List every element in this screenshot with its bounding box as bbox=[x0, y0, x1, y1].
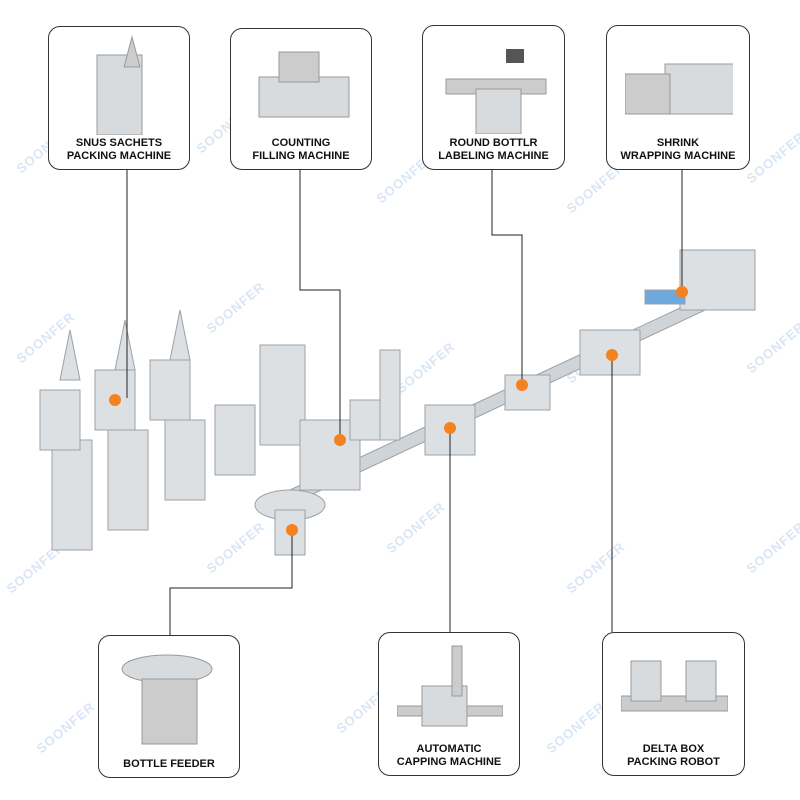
automatic-capping-machine-card: AUTOMATIC CAPPING MACHINE bbox=[378, 632, 520, 776]
snus-packers bbox=[39, 309, 256, 551]
machine-label: SNUS SACHETS PACKING MACHINE bbox=[66, 137, 172, 162]
counting-machine bbox=[259, 344, 401, 491]
machine-label: COUNTING FILLING MACHINE bbox=[252, 137, 350, 162]
counting-filling-machine-card: COUNTING FILLING MACHINE bbox=[230, 28, 372, 170]
snus-machine-image bbox=[67, 35, 171, 136]
delta-robot-image bbox=[620, 641, 729, 741]
shrink-wrapping-machine-card: SHRINK WRAPPING MACHINE bbox=[606, 25, 750, 170]
machine-label: BOTTLE FEEDER bbox=[123, 758, 215, 770]
orange-markers bbox=[109, 286, 688, 536]
delta-box-packing-robot-card: DELTA BOX PACKING ROBOT bbox=[602, 632, 745, 776]
shrink-unit bbox=[644, 249, 756, 311]
counting-machine-image bbox=[249, 37, 353, 135]
bottle-feeder-image bbox=[117, 644, 221, 753]
bottle-feeder-card: BOTTLE FEEDER bbox=[98, 635, 240, 778]
round-bottle-labeling-machine-card: ROUND BOTTLR LABELING MACHINE bbox=[422, 25, 565, 170]
snus-sachets-packing-machine-card: SNUS SACHETS PACKING MACHINE bbox=[48, 26, 190, 170]
capping-machine-image bbox=[396, 641, 504, 741]
machine-label: DELTA BOX PACKING ROBOT bbox=[627, 743, 720, 768]
shrink-machine-image bbox=[624, 34, 736, 135]
machine-label: ROUND BOTTLR LABELING MACHINE bbox=[438, 137, 549, 162]
labeling-unit bbox=[504, 374, 551, 411]
feeder-unit bbox=[254, 489, 326, 556]
machine-label: AUTOMATIC CAPPING MACHINE bbox=[396, 743, 502, 768]
connector-lines bbox=[126, 170, 683, 635]
machine-label: SHRINK WRAPPING MACHINE bbox=[620, 137, 736, 162]
labeling-machine-image bbox=[441, 34, 547, 135]
